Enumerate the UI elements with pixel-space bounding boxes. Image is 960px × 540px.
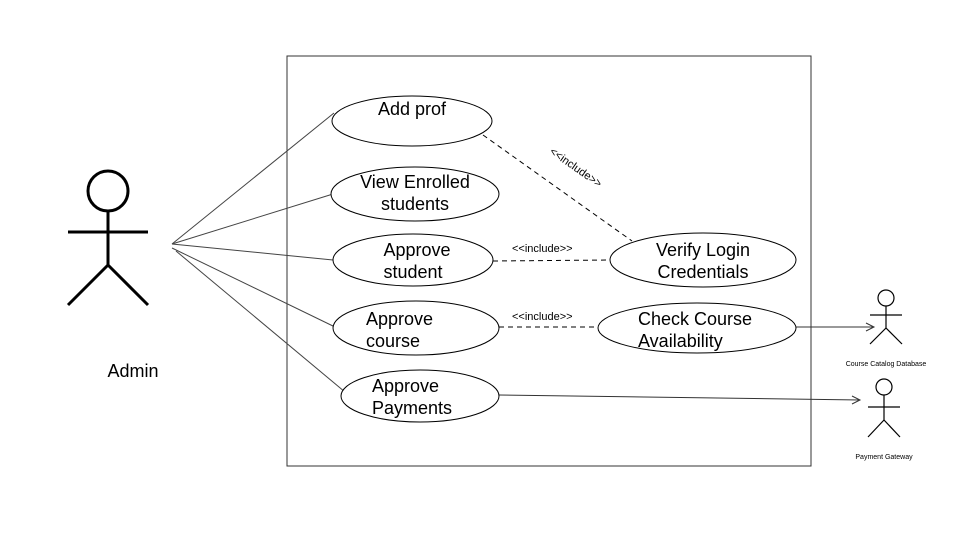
use-case-label: Verify Login: [656, 240, 750, 260]
assoc-payments-gateway: [498, 394, 861, 401]
use-case-label: Check Course: [638, 309, 752, 329]
include-line-add-prof: [482, 134, 633, 242]
admin-actor[interactable]: [66, 169, 150, 307]
use-case-label: student: [383, 262, 442, 282]
actor-right-leg: [885, 327, 903, 345]
actor-right-leg: [883, 419, 901, 438]
use-case-ellipse: [597, 302, 797, 354]
admin-associations: [171, 112, 346, 393]
use-case-ellipse: [331, 95, 493, 147]
use-case-label: Approve: [383, 240, 450, 260]
admin-actor-label: Admin: [107, 361, 158, 381]
use-case-ellipse: [340, 369, 500, 423]
use-case-label: Approve: [366, 309, 433, 329]
assoc-approve-course: [171, 247, 336, 328]
include-label-add-prof: <<include>>: [547, 146, 603, 191]
use-case-label: course: [366, 331, 420, 351]
actor-left-leg: [869, 327, 887, 345]
system-boundary: [286, 55, 812, 467]
payment-actor[interactable]: [867, 378, 901, 438]
actor-head: [875, 378, 893, 396]
use-case-add-prof[interactable]: Add prof: [331, 95, 493, 147]
assoc-approve-payments: [175, 250, 346, 393]
use-case-label: Credentials: [657, 262, 748, 282]
arrowhead-catalog: [865, 322, 876, 332]
assoc-add-prof: [171, 112, 335, 245]
include-label-approve-student: <<include>>: [512, 243, 573, 255]
use-case-label: View Enrolled: [360, 172, 470, 192]
use-case-ellipse: [332, 300, 500, 356]
use-case-approve-course[interactable]: Approve course: [332, 300, 500, 356]
actor-head: [86, 169, 130, 213]
use-case-ellipse: [330, 166, 500, 222]
actor-left-leg: [867, 419, 885, 438]
actor-head: [877, 289, 895, 307]
use-case-check-course-availability[interactable]: Check Course Availability: [597, 302, 797, 354]
use-case-label: students: [381, 194, 449, 214]
arrowhead-payment: [851, 395, 862, 405]
include-relations: [482, 134, 633, 328]
assoc-approve-student: [171, 243, 334, 261]
assoc-view-enrolled: [171, 193, 334, 245]
payment-actor-label: Payment Gateway: [855, 454, 913, 461]
catalog-actor[interactable]: [869, 289, 903, 345]
use-case-verify-login-credentials[interactable]: Verify Login Credentials: [609, 232, 797, 288]
use-case-label: Payments: [372, 398, 452, 418]
use-case-ellipse: [332, 233, 494, 287]
use-case-view-enrolled-students[interactable]: View Enrolled students: [330, 166, 500, 222]
include-label-approve-course: <<include>>: [512, 311, 573, 323]
use-case-approve-student[interactable]: Approve student: [332, 233, 494, 287]
use-case-ellipse: [609, 232, 797, 288]
use-case-label: Availability: [638, 331, 723, 351]
use-case-label: Add prof: [378, 99, 447, 119]
use-case-approve-payments[interactable]: Approve Payments: [340, 369, 500, 423]
use-case-label: Approve: [372, 376, 439, 396]
catalog-actor-label: Course Catalog Database: [846, 361, 927, 368]
actor-right-leg: [106, 263, 150, 307]
include-line-approve-student: [492, 259, 611, 262]
actor-left-leg: [66, 263, 110, 307]
